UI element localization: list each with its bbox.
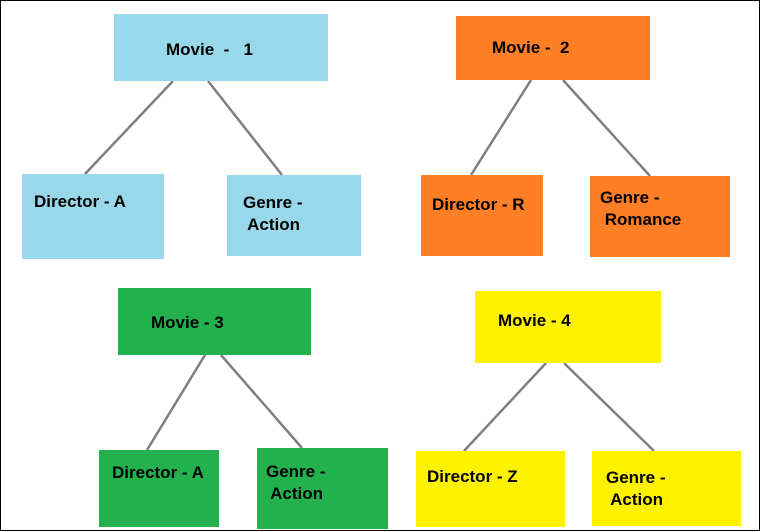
edge-movie3-genre (220, 354, 303, 449)
movie-2-genre-label: Genre - Romance (600, 188, 682, 229)
movie-3-label: Movie - 3 (151, 313, 224, 332)
movie-1-genre-label: Genre - Action (243, 193, 303, 234)
movie-2-director-node: Director - R (421, 175, 543, 256)
movie-1-director-node: Director - A (22, 174, 164, 259)
movie-1-genre-node: Genre - Action (227, 175, 361, 256)
edge-movie4-director (463, 362, 547, 452)
edge-movie3-director (145, 354, 207, 451)
movie-3-genre-node: Genre - Action (257, 448, 388, 529)
edge-movie1-director (84, 80, 174, 175)
movie-1-director-label: Director - A (34, 192, 126, 211)
movie-3-node: Movie - 3 (118, 288, 311, 355)
movie-2-director-label: Director - R (432, 195, 525, 214)
edge-movie2-director (469, 79, 533, 176)
edge-movie2-genre (562, 79, 651, 177)
edge-movie4-genre (563, 362, 655, 452)
movie-4-node: Movie - 4 (475, 291, 661, 363)
movie-4-genre-label: Genre - Action (606, 468, 666, 509)
movie-3-director-label: Director - A (112, 463, 204, 482)
movie-2-genre-node: Genre - Romance (590, 176, 730, 257)
movie-1-node: Movie - 1 (114, 14, 328, 81)
movie-1-label: Movie - 1 (166, 40, 253, 59)
movie-2-node: Movie - 2 (456, 16, 650, 80)
movie-4-director-label: Director - Z (427, 467, 518, 486)
movie-4-genre-node: Genre - Action (592, 451, 741, 526)
movie-2-label: Movie - 2 (492, 38, 570, 57)
movie-3-genre-label: Genre - Action (266, 462, 326, 503)
edge-movie1-genre (207, 80, 283, 176)
movie-3-director-node: Director - A (99, 450, 219, 527)
movie-4-director-node: Director - Z (416, 451, 565, 527)
movie-4-label: Movie - 4 (498, 311, 571, 330)
